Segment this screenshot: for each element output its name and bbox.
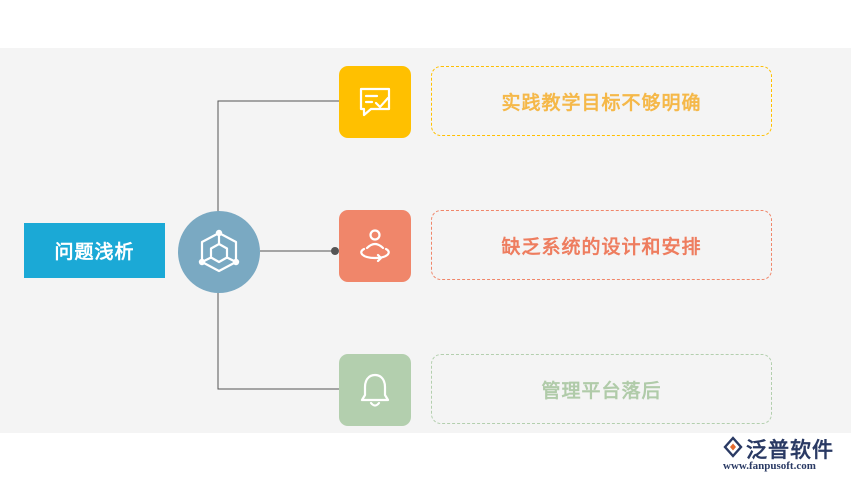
brand-url: www.fanpusoft.com (723, 460, 816, 472)
brand-name: 泛普软件 (746, 438, 834, 462)
message-check-icon (359, 87, 391, 117)
connector-top (217, 100, 339, 212)
brand-logo: 泛普软件 www.fanpusoft.com (722, 434, 846, 474)
person-orbit-icon (360, 229, 390, 263)
connector-bottom (217, 292, 339, 390)
connector-dot (331, 247, 339, 255)
item-3-text: 管理平台落后 (541, 379, 662, 402)
item-2-text: 缺乏系统的设计和安排 (501, 235, 702, 258)
network-cube-icon (198, 229, 240, 273)
item-2-text-box: 缺乏系统的设计和安排 (431, 210, 772, 280)
item-1-text: 实践教学目标不够明确 (501, 91, 702, 114)
item-2-icon-box (339, 210, 411, 282)
brand-mark-icon (723, 436, 743, 458)
item-3-icon-box (339, 354, 411, 426)
hub-circle (178, 211, 260, 293)
main-topic-label: 问题浅析 (24, 223, 165, 278)
main-topic-text: 问题浅析 (54, 241, 135, 263)
item-1-text-box: 实践教学目标不够明确 (431, 66, 772, 136)
bell-icon (360, 373, 390, 407)
item-1-icon-box (339, 66, 411, 138)
item-3-text-box: 管理平台落后 (431, 354, 772, 424)
